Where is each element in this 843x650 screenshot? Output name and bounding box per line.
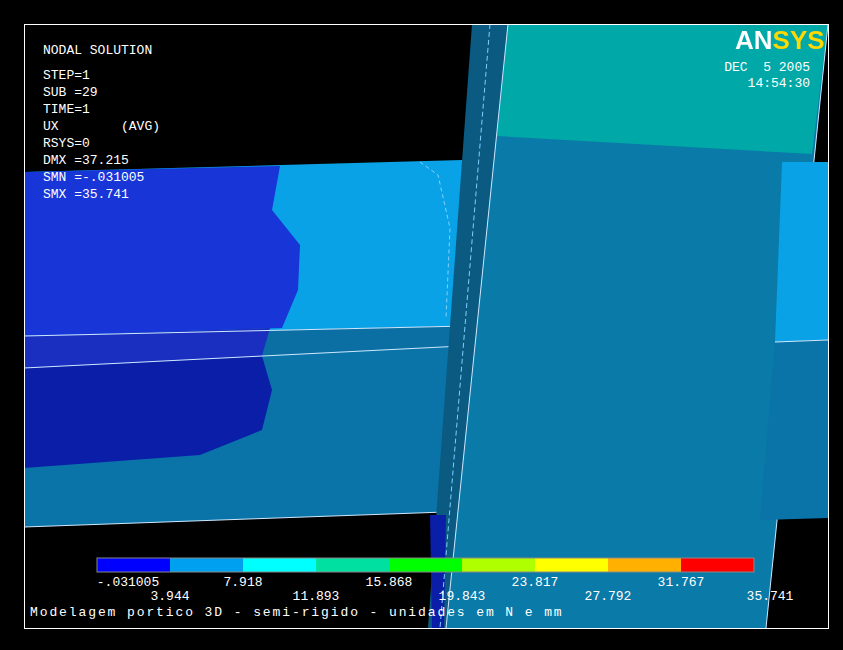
scale-value: 31.767 — [658, 575, 705, 590]
beam-web — [24, 326, 466, 527]
scale-value: 15.868 — [366, 575, 413, 590]
logo-text: ANSYS — [735, 26, 825, 54]
date-stamp: DEC 5 2005 — [724, 60, 810, 75]
beam-flange — [775, 162, 828, 342]
edge-line — [24, 326, 466, 336]
caption: Modelagem portico 3D - semi-rigido - uni… — [30, 605, 564, 620]
color-band — [389, 558, 462, 572]
scale-value: 3.944 — [150, 589, 189, 604]
plot-title: NODAL SOLUTION — [43, 43, 152, 58]
window-frame — [25, 25, 829, 629]
time-info: TIME=1 — [43, 102, 90, 117]
hidden-edge — [420, 162, 450, 318]
edge-line — [24, 346, 462, 368]
color-band — [243, 558, 316, 572]
color-band — [316, 558, 389, 572]
edge-line — [775, 340, 828, 342]
color-band — [97, 558, 170, 572]
beam-web-region — [24, 356, 272, 468]
beam-flange — [24, 160, 466, 336]
column-region — [497, 24, 828, 154]
color-band — [608, 558, 681, 572]
beam-flange-region — [24, 166, 300, 336]
color-band — [535, 558, 608, 572]
edge-line — [766, 24, 828, 628]
scale-value: 23.817 — [512, 575, 559, 590]
scale-value: 19.843 — [439, 589, 486, 604]
scale-value: 27.792 — [585, 589, 632, 604]
color-bar — [97, 558, 754, 572]
max-value: SMX =35.741 — [43, 187, 129, 202]
color-band — [681, 558, 754, 572]
result-item: UX (AVG) — [43, 119, 160, 134]
step-info: STEP=1 — [43, 68, 90, 83]
coordinate-system: RSYS=0 — [43, 136, 90, 151]
time-stamp: 14:54:30 — [748, 76, 810, 91]
edge-line — [24, 512, 445, 527]
scale-value: -.031005 — [97, 575, 159, 590]
scale-value: 7.918 — [223, 575, 262, 590]
edge-line — [446, 24, 508, 628]
color-bar-frame — [97, 558, 754, 572]
column — [446, 24, 828, 628]
color-band — [170, 558, 243, 572]
scale-value: 11.893 — [293, 589, 340, 604]
min-value: SMN =-.031005 — [43, 170, 144, 185]
substep-info: SUB =29 — [43, 85, 98, 100]
max-displacement: DMX =37.215 — [43, 153, 129, 168]
scale-value: 35.741 — [747, 589, 794, 604]
beam-web — [760, 340, 828, 520]
color-band — [462, 558, 535, 572]
